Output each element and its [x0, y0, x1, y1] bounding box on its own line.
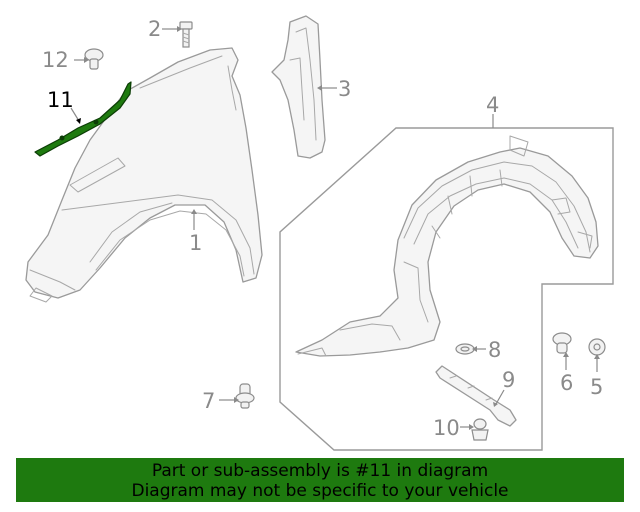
- bracket-part-9[interactable]: [435, 365, 517, 427]
- callout-7: 7: [202, 389, 215, 413]
- notice-banner: Part or sub-assembly is #11 in diagram D…: [16, 458, 624, 502]
- fender-liner-part[interactable]: [295, 135, 599, 357]
- clip-part-5[interactable]: [588, 338, 606, 356]
- fender-part[interactable]: [25, 47, 263, 303]
- highlighted-part-11[interactable]: [34, 81, 132, 157]
- notice-line-2: Diagram may not be specific to your vehi…: [131, 481, 509, 501]
- part-4-group-box: [279, 127, 614, 451]
- callout-11: 11: [47, 88, 74, 112]
- seal-part-3[interactable]: [271, 15, 326, 159]
- callout-1: 1: [189, 231, 202, 255]
- clip-part-7[interactable]: [235, 383, 255, 409]
- callout-6: 6: [560, 371, 573, 395]
- callout-3: 3: [338, 77, 351, 101]
- clip-part-10[interactable]: [471, 418, 489, 441]
- callout-4: 4: [486, 93, 499, 117]
- notice-line-1: Part or sub-assembly is #11 in diagram: [151, 461, 489, 481]
- callout-9: 9: [502, 368, 515, 392]
- washer-part-8[interactable]: [455, 343, 475, 355]
- leader-lines: [70, 26, 600, 430]
- callout-12: 12: [42, 48, 69, 72]
- callout-5: 5: [590, 375, 603, 399]
- callout-2: 2: [148, 17, 161, 41]
- callout-8: 8: [488, 338, 501, 362]
- callout-10: 10: [433, 416, 460, 440]
- bolt-part-2[interactable]: [179, 21, 193, 48]
- clip-part-6[interactable]: [552, 332, 572, 354]
- clip-part-12[interactable]: [84, 48, 104, 70]
